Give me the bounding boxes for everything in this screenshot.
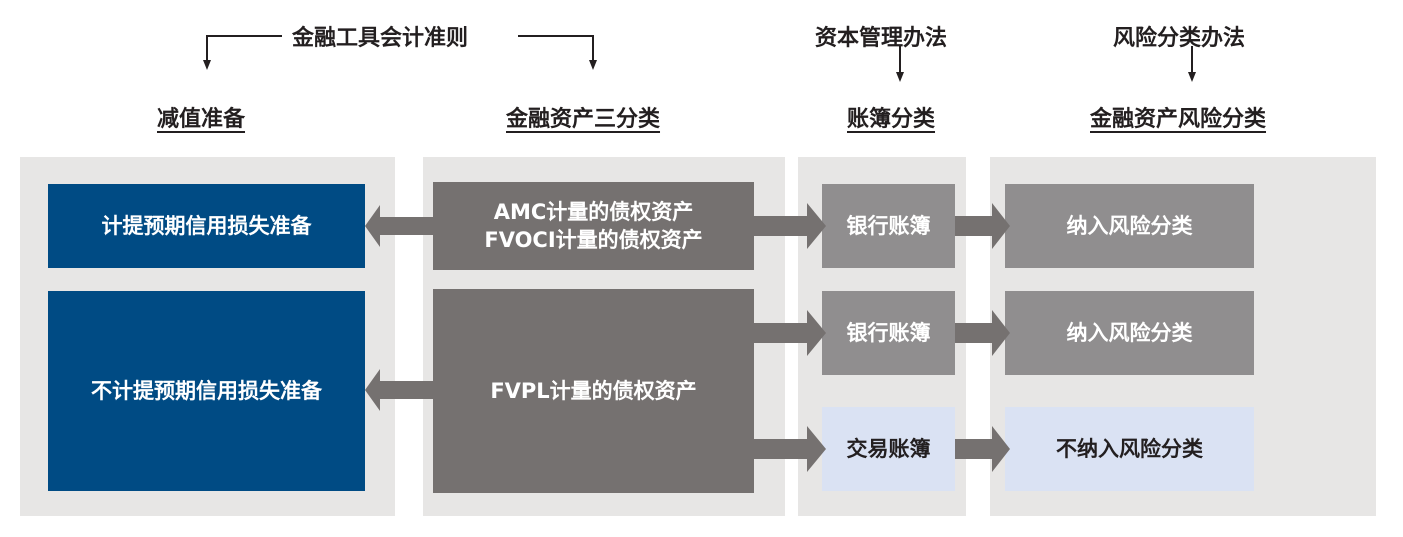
box-risk-included-1: 纳入风险分类: [1005, 184, 1254, 268]
header-risk-rule: 风险分类办法: [1113, 26, 1246, 51]
arrow-left-icon: [365, 205, 433, 247]
box-banking-book-2: 银行账簿: [822, 291, 955, 375]
box-amortized-fvoci: AMC计量的债权资产 FVOCI计量的债权资产: [433, 182, 754, 270]
box-no-provision-label: 不计提预期信用损失准备: [91, 379, 322, 403]
connector-line: [592, 35, 594, 63]
header-capital-rule: 资本管理办法: [815, 26, 948, 51]
connector-line: [1191, 46, 1193, 72]
box-provision-label: 计提预期信用损失准备: [101, 214, 312, 238]
arrow-left-icon: [365, 369, 433, 411]
box-trading-book: 交易账簿: [822, 407, 955, 491]
box-fvpl: FVPL计量的债权资产: [433, 289, 754, 493]
box-risk-included-1-label: 纳入风险分类: [1066, 214, 1193, 238]
box-banking-book-2-label: 银行账簿: [846, 321, 931, 345]
connector-line: [899, 46, 901, 72]
box-risk-included-2: 纳入风险分类: [1005, 291, 1254, 375]
box-fvpl-label: FVPL计量的债权资产: [490, 379, 697, 403]
arrow-down-icon: [203, 60, 211, 70]
column-title-impairment: 减值准备: [157, 107, 246, 132]
arrow-right-icon: [955, 426, 1010, 472]
arrow-down-icon: [896, 72, 904, 82]
arrow-right-icon: [955, 310, 1010, 356]
arrow-right-icon: [754, 310, 826, 356]
header-accounting-standard: 金融工具会计准则: [292, 26, 469, 51]
arrow-right-icon: [754, 426, 826, 472]
box-provision: 计提预期信用损失准备: [48, 184, 365, 268]
box-risk-excluded-label: 不纳入风险分类: [1056, 437, 1203, 461]
column-title-risk: 金融资产风险分类: [1090, 107, 1267, 132]
arrow-down-icon: [589, 60, 597, 70]
arrow-right-icon: [955, 203, 1010, 249]
connector-line: [206, 35, 208, 63]
box-no-provision: 不计提预期信用损失准备: [48, 291, 365, 491]
column-title-book: 账簿分类: [847, 107, 936, 132]
connector-line: [206, 35, 282, 37]
column-title-classification: 金融资产三分类: [506, 107, 661, 132]
box-banking-book-1: 银行账簿: [822, 184, 955, 268]
connector-line: [518, 35, 594, 37]
box-risk-included-2-label: 纳入风险分类: [1066, 321, 1193, 345]
box-amortized-label: AMC计量的债权资产: [493, 200, 694, 224]
arrow-right-icon: [754, 203, 826, 249]
box-fvoci-label: FVOCI计量的债权资产: [484, 228, 703, 252]
box-trading-book-label: 交易账簿: [846, 437, 931, 461]
box-banking-book-1-label: 银行账簿: [846, 214, 931, 238]
box-risk-excluded: 不纳入风险分类: [1005, 407, 1254, 491]
arrow-down-icon: [1188, 72, 1196, 82]
